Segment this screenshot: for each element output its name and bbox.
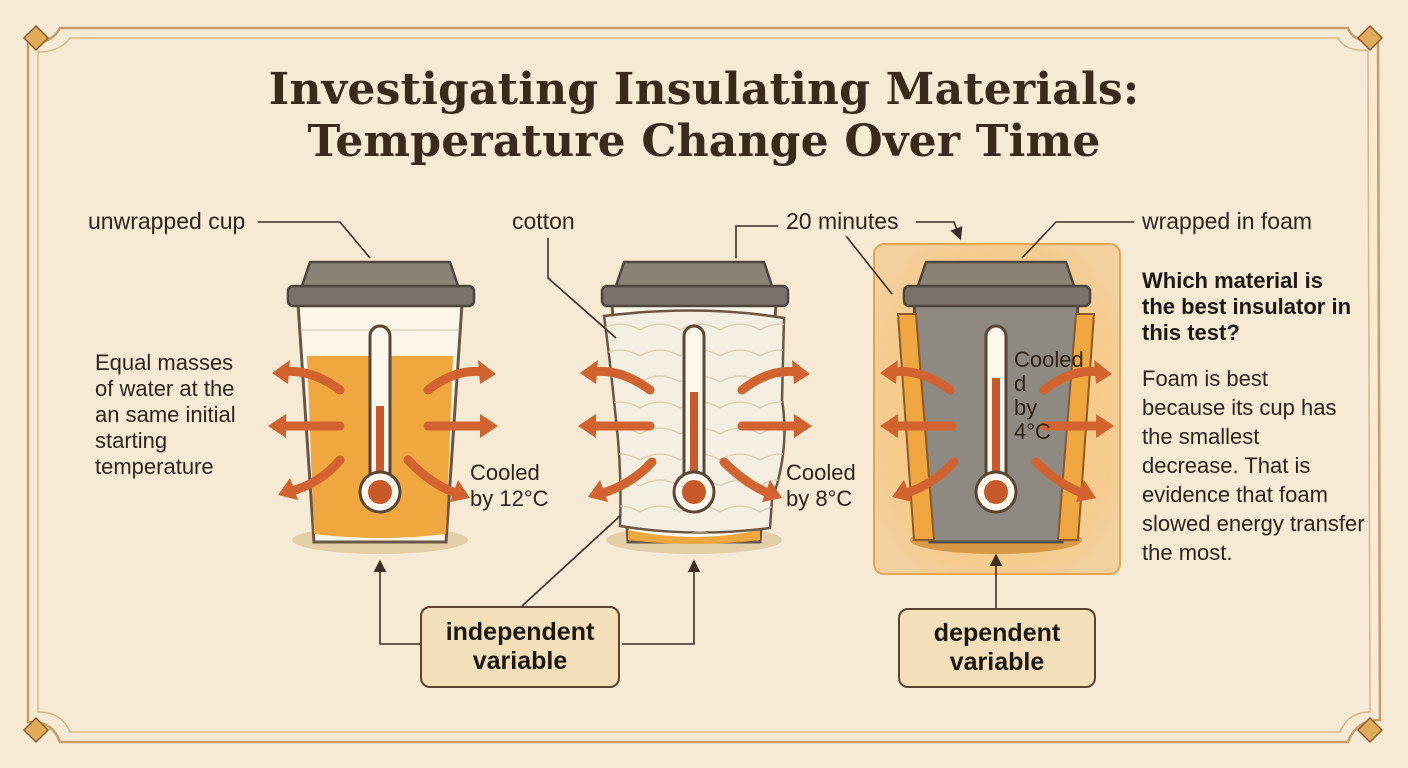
question-text: Which material is the best insulator in … (1142, 268, 1352, 345)
independent-variable-box: independent variable (420, 606, 620, 688)
result-unwrapped: Cooled by 12°C (470, 460, 549, 511)
leader-lines (258, 221, 1134, 645)
answer-text: Foam is best because its cup has the sma… (1142, 366, 1365, 565)
dependent-variable-box: dependent variable (898, 608, 1096, 688)
label-cotton: cotton (512, 208, 575, 234)
frame-border (22, 24, 1384, 744)
thermometer-icon (358, 324, 402, 514)
label-time: 20 minutes (786, 208, 899, 234)
result-cotton: Cooled by 8°C (786, 460, 856, 511)
heat-arrow-icon (880, 360, 1114, 502)
unwrapped-cup-illustration (268, 260, 498, 554)
equal-masses-note: Equal masses of water at the an same ini… (95, 350, 236, 479)
thermometer-icon (672, 324, 716, 514)
title-line-2: Temperature Change Over Time (307, 116, 1101, 167)
title-line-1: Investigating Insulating Materials: (268, 64, 1140, 115)
heat-arrow-icon (268, 360, 498, 502)
corner-ornament-icon (22, 24, 1384, 744)
label-unwrapped-cup: unwrapped cup (88, 208, 246, 234)
foam-cup-illustration (873, 243, 1121, 575)
thermometer-icon (974, 324, 1018, 514)
label-foam: wrapped in foam (1142, 208, 1313, 234)
heat-arrow-icon (578, 360, 812, 502)
result-foam: Cooled d by 4°C (1014, 347, 1084, 444)
cotton-cup-illustration (578, 260, 812, 554)
